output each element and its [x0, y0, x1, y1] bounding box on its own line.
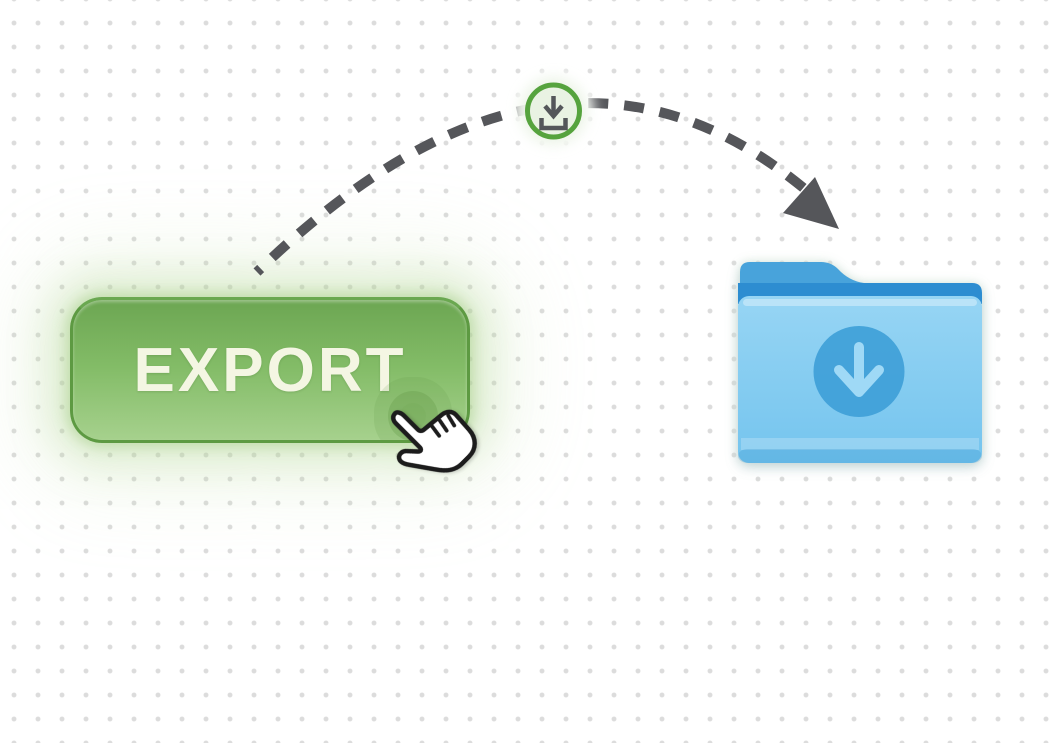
badge-background: [527, 85, 580, 137]
folder-bottom-rim: [738, 449, 982, 463]
export-button-label: EXPORT: [133, 335, 407, 405]
folder-bottom-band: [741, 438, 979, 450]
download-badge: [513, 71, 594, 151]
download-arrow-icon: [834, 342, 884, 397]
badge-ring: [525, 82, 582, 140]
badge-halo-green: [520, 78, 587, 144]
arrowhead: [783, 177, 839, 229]
badge-halo: [513, 71, 594, 151]
download-tray-icon: [539, 96, 568, 131]
click-ripple: [400, 403, 426, 429]
export-button[interactable]: EXPORT: [70, 297, 470, 443]
folder-body-sheen: [743, 299, 977, 306]
dashed-arc: [253, 98, 810, 276]
downloads-folder-icon[interactable]: [736, 256, 984, 468]
